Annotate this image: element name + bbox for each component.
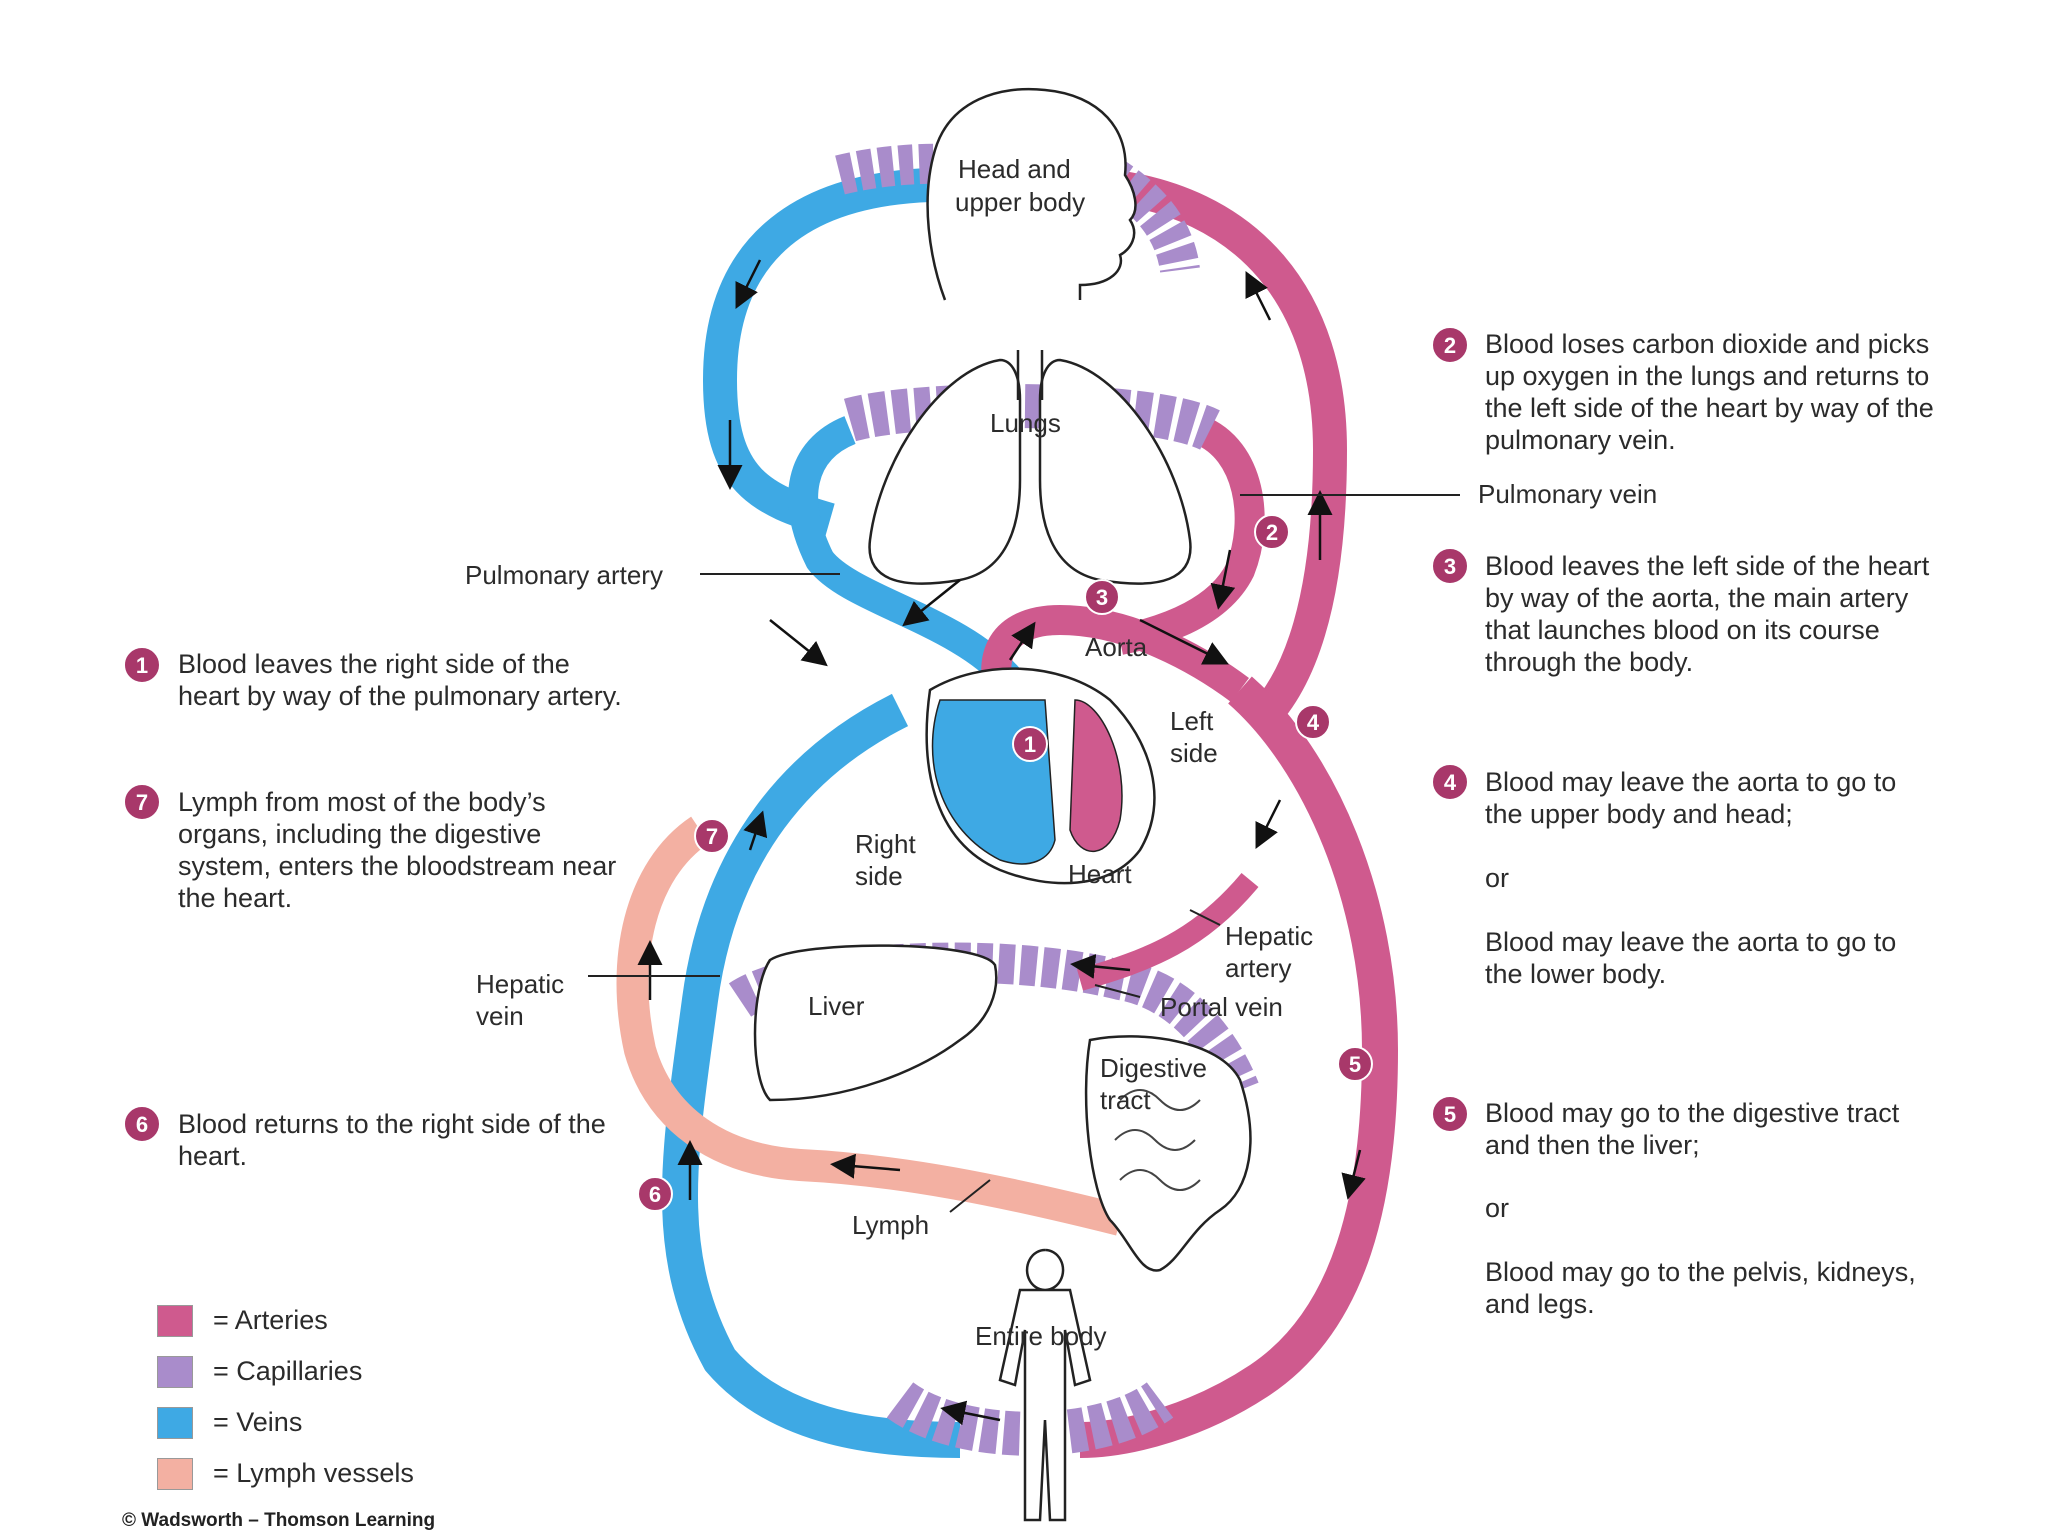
lymph-vessels-swatch [157, 1457, 193, 1490]
diagram-marker-7: 7 [694, 818, 730, 854]
step-2-description: Blood loses carbon dioxide and picks up … [1485, 329, 1934, 455]
label-head-line2: upper body [955, 187, 1085, 217]
svg-text:5: 5 [1444, 1102, 1456, 1127]
step-5-description: Blood may go to the digestive tract and … [1485, 1098, 1900, 1160]
step-badge-4: 4 [1431, 763, 1469, 801]
legend-label: = Lymph vessels [213, 1458, 414, 1488]
svg-text:4: 4 [1307, 710, 1320, 735]
step-4-or: or [1485, 863, 1510, 893]
svg-text:6: 6 [136, 1112, 148, 1137]
diagram-marker-3: 3 [1084, 579, 1120, 615]
superior-vena-cava-vessel [702, 168, 931, 537]
label-pulmonary-artery: Pulmonary artery [465, 560, 663, 590]
entire-body-silhouette [998, 1248, 1092, 1522]
step-badge-2: 2 [1431, 326, 1469, 364]
label-hepatic-artery-line2: artery [1225, 953, 1291, 983]
label-left-side-line1: Left [1170, 706, 1214, 736]
label-portal-vein: Portal vein [1160, 992, 1283, 1022]
head-silhouette [926, 87, 1137, 301]
left-heart-chamber [1069, 699, 1123, 853]
label-digestive-tract-line1: Digestive [1100, 1053, 1207, 1083]
svg-text:4: 4 [1444, 770, 1457, 795]
leader-lines [588, 494, 1460, 1213]
legend: = Arteries = Capillaries = Veins = Lymph… [157, 1295, 414, 1499]
label-entire-body: Entire body [975, 1321, 1107, 1351]
veins-swatch [157, 1406, 193, 1439]
label-left-side-line2: side [1170, 738, 1218, 768]
svg-text:6: 6 [649, 1182, 661, 1207]
legend-label: = Arteries [213, 1305, 328, 1335]
legend-item-capillaries: = Capillaries [157, 1346, 414, 1397]
right-lung-shape [1038, 358, 1192, 585]
svg-text:7: 7 [136, 790, 148, 815]
svg-text:1: 1 [136, 653, 148, 678]
legend-item-arteries: = Arteries [157, 1295, 414, 1346]
left-lung-shape [868, 358, 1022, 585]
svg-text:3: 3 [1096, 585, 1108, 610]
step-badge-3: 3 [1431, 547, 1469, 585]
label-heart: Heart [1068, 859, 1132, 889]
label-hepatic-vein-line1: Hepatic [476, 969, 564, 999]
capillaries-swatch [157, 1355, 193, 1388]
svg-text:1: 1 [1024, 732, 1036, 757]
legend-item-lymph-vessels: = Lymph vessels [157, 1448, 414, 1499]
diagram-marker-4: 4 [1295, 704, 1331, 740]
step-4-description: Blood may leave the aorta to go to the u… [1485, 767, 1897, 829]
label-head-line1: Head and [958, 154, 1071, 184]
pulmonary-vein-vessel [1116, 416, 1265, 655]
svg-text:3: 3 [1444, 554, 1456, 579]
diagram-marker-6: 6 [637, 1176, 673, 1212]
step-badge-5: 5 [1431, 1095, 1469, 1133]
label-hepatic-vein-line2: vein [476, 1001, 524, 1031]
diagram-marker-1: 1 [1012, 726, 1048, 762]
hepatic-artery-vessel [1076, 872, 1259, 991]
legend-label: = Veins [213, 1407, 303, 1437]
descending-aorta-vessel [1079, 676, 1399, 1458]
label-pulmonary-vein: Pulmonary vein [1478, 479, 1657, 509]
label-aorta: Aorta [1085, 632, 1148, 662]
step-1-description: Blood leaves the right side of the heart… [178, 649, 622, 711]
svg-text:7: 7 [706, 824, 718, 849]
svg-text:5: 5 [1349, 1052, 1361, 1077]
step-5-alternative: Blood may go to the pelvis, kidneys, and… [1485, 1257, 1916, 1319]
svg-text:2: 2 [1444, 333, 1456, 358]
step-6-description: Blood returns to the right side of the h… [178, 1109, 606, 1171]
legend-label: = Capillaries [213, 1356, 363, 1386]
right-heart-chamber [931, 699, 1056, 865]
pulmonary-artery-vessel [788, 416, 1022, 691]
label-lymph: Lymph [852, 1210, 929, 1240]
svg-text:2: 2 [1266, 520, 1278, 545]
label-digestive-tract-line2: tract [1100, 1085, 1151, 1115]
step-badge-7: 7 [123, 783, 161, 821]
diagram-marker-5: 5 [1337, 1046, 1373, 1082]
label-lungs: Lungs [990, 408, 1061, 438]
label-right-side-line2: side [855, 861, 903, 891]
intestine-coils [1114, 1089, 1201, 1191]
step-badge-1: 1 [123, 646, 161, 684]
label-liver: Liver [808, 991, 865, 1021]
label-hepatic-artery-line1: Hepatic [1225, 921, 1313, 951]
step-3-description: Blood leaves the left side of the heart … [1485, 551, 1930, 677]
legend-item-veins: = Veins [157, 1397, 414, 1448]
step-badge-6: 6 [123, 1105, 161, 1143]
lung-capillaries [843, 384, 1220, 451]
arteries-swatch [157, 1304, 193, 1337]
copyright-notice: © Wadsworth – Thomson Learning [122, 1510, 436, 1531]
label-right-side-line1: Right [855, 829, 916, 859]
step-7-description: Lymph from most of the body’s organs, in… [178, 787, 617, 913]
upper-body-artery-vessel [1098, 168, 1348, 733]
liver-shape [753, 944, 998, 1102]
diagram-marker-2: 2 [1254, 514, 1290, 550]
flow-arrows [637, 259, 1366, 1426]
step-5-or: or [1485, 1193, 1510, 1223]
step-4-alternative: Blood may leave the aorta to go to the l… [1485, 927, 1897, 989]
inferior-vena-cava-vessel [662, 693, 961, 1458]
lymph-vessel [616, 816, 1124, 1236]
trachea-shape [1016, 350, 1044, 400]
